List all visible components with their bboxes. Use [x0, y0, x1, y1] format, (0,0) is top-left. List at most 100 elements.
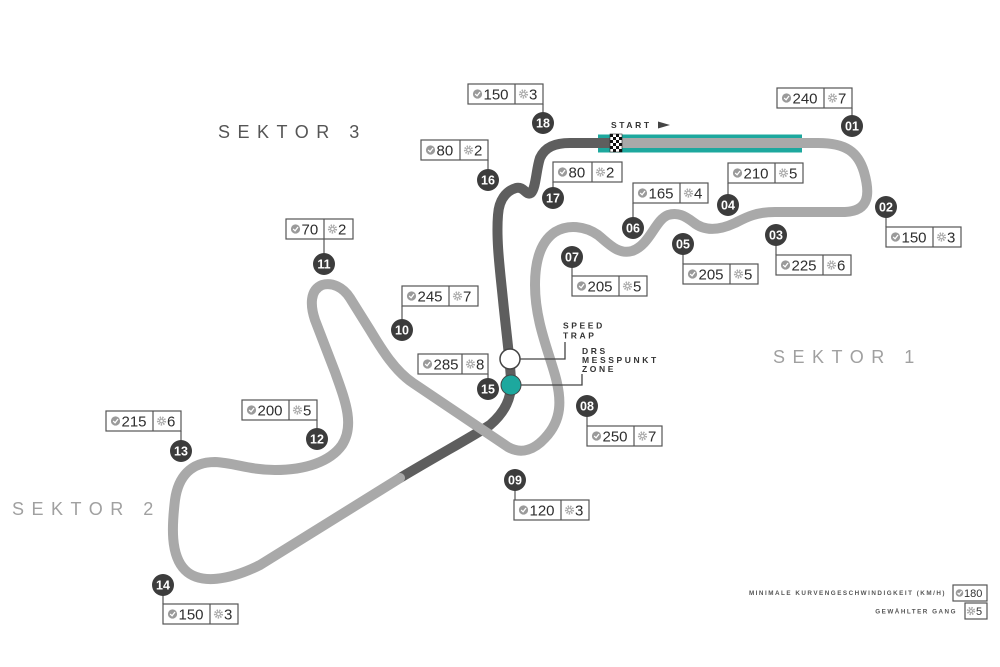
corner-marker — [717, 194, 739, 216]
checkered-flag-square — [610, 134, 613, 137]
corner-number: 13 — [174, 445, 188, 459]
drs-measure-point-marker — [500, 374, 522, 396]
sector-3-label: SEKTOR 3 — [218, 122, 367, 142]
corner-marker — [313, 253, 335, 275]
min-speed-value: 150 — [902, 230, 927, 247]
legend-gear-label: GEWÄHLTER GANG — [875, 608, 957, 616]
corner-info-box — [513, 499, 590, 521]
corner-number: 09 — [508, 474, 522, 488]
speedometer-icon — [557, 167, 568, 177]
corner-info-box — [727, 162, 804, 184]
corner-marker — [672, 233, 694, 255]
gear-icon — [826, 260, 837, 270]
min-speed-value: 120 — [530, 503, 555, 520]
corner-info-box — [776, 87, 853, 109]
gear-value: 3 — [224, 607, 232, 624]
legend-speed-example: 180 — [964, 588, 982, 600]
speedometer-icon — [687, 269, 698, 279]
corner-marker — [622, 217, 644, 239]
checkered-flag-square — [619, 143, 622, 146]
speedometer-icon — [425, 145, 436, 155]
min-speed-value: 165 — [649, 186, 674, 203]
corner-info-box — [241, 399, 318, 421]
gear-value: 4 — [694, 186, 702, 203]
checkered-flag-square — [616, 134, 619, 137]
gear-icon — [465, 359, 476, 369]
gear-value: 6 — [167, 414, 175, 431]
speedometer-icon — [518, 505, 529, 515]
gear-value: 5 — [744, 267, 752, 284]
gear-icon — [156, 416, 167, 426]
corner-marker — [152, 574, 174, 596]
gear-icon — [463, 145, 474, 155]
corner-info-box — [105, 410, 182, 432]
legend-speed-label: MINIMALE KURVENGESCHWINDIGKEIT (KM/H) — [749, 590, 946, 597]
gear-icon — [292, 405, 303, 415]
corner-info-box — [467, 83, 544, 105]
gear-icon — [936, 232, 947, 242]
min-speed-value: 215 — [122, 414, 147, 431]
sector-1-label: SEKTOR 1 — [773, 347, 922, 367]
gear-icon — [595, 167, 606, 177]
corner-marker — [542, 187, 564, 209]
speedometer-icon — [780, 260, 791, 270]
speedometer-icon — [406, 291, 417, 301]
speedometer-icon — [637, 188, 648, 198]
corner-info-box — [162, 603, 239, 625]
corner-callout: 150 3 18 — [467, 83, 554, 134]
corner-number: 17 — [546, 192, 560, 206]
track-sector-3 — [395, 138, 617, 483]
gear-value: 3 — [529, 87, 537, 104]
checkered-flag-icon — [609, 133, 623, 153]
legend-gear-example: 5 — [976, 606, 982, 618]
checkered-flag-square — [613, 149, 616, 152]
corner-info-box — [552, 161, 623, 183]
speedometer-icon — [732, 168, 743, 178]
gear-value: 8 — [476, 357, 484, 374]
min-speed-value: 70 — [302, 222, 319, 239]
corner-number: 02 — [879, 201, 893, 215]
speed-trap-marker — [499, 348, 521, 370]
gear-value: 5 — [303, 403, 311, 420]
gear-icon — [827, 93, 838, 103]
corner-marker — [170, 440, 192, 462]
speed-trap-label-line-1: SPEED — [563, 321, 605, 331]
corner-marker — [477, 169, 499, 191]
corner-callout: 250 7 08 — [576, 395, 663, 447]
min-speed-value: 250 — [603, 429, 628, 446]
gear-value: 2 — [338, 222, 346, 239]
min-speed-value: 150 — [484, 87, 509, 104]
corner-number: 18 — [536, 117, 550, 131]
corner-info-box — [682, 263, 759, 285]
corner-number: 12 — [310, 433, 324, 447]
gear-icon — [452, 291, 463, 301]
corner-info-box — [885, 226, 962, 248]
gear-value: 7 — [838, 91, 846, 108]
checkered-flag-square — [616, 140, 619, 143]
corner-marker — [532, 112, 554, 134]
corner-number: 06 — [626, 222, 640, 236]
gear-value: 7 — [648, 429, 656, 446]
speedometer-icon — [290, 224, 301, 234]
corner-number: 01 — [845, 120, 859, 134]
drs-label-line-2: MESSPUNKT — [582, 355, 659, 365]
corner-info-box — [571, 275, 648, 297]
corner-info-box — [586, 425, 663, 447]
corner-info-box — [775, 254, 852, 276]
checkered-flag-square — [610, 140, 613, 143]
corner-callout: 165 4 06 — [622, 182, 709, 239]
speedometer-icon — [890, 232, 901, 242]
corner-number: 08 — [580, 400, 594, 414]
min-speed-value: 150 — [179, 607, 204, 624]
gear-icon — [327, 224, 338, 234]
corner-number: 10 — [395, 324, 409, 338]
corner-info-box — [420, 139, 489, 161]
